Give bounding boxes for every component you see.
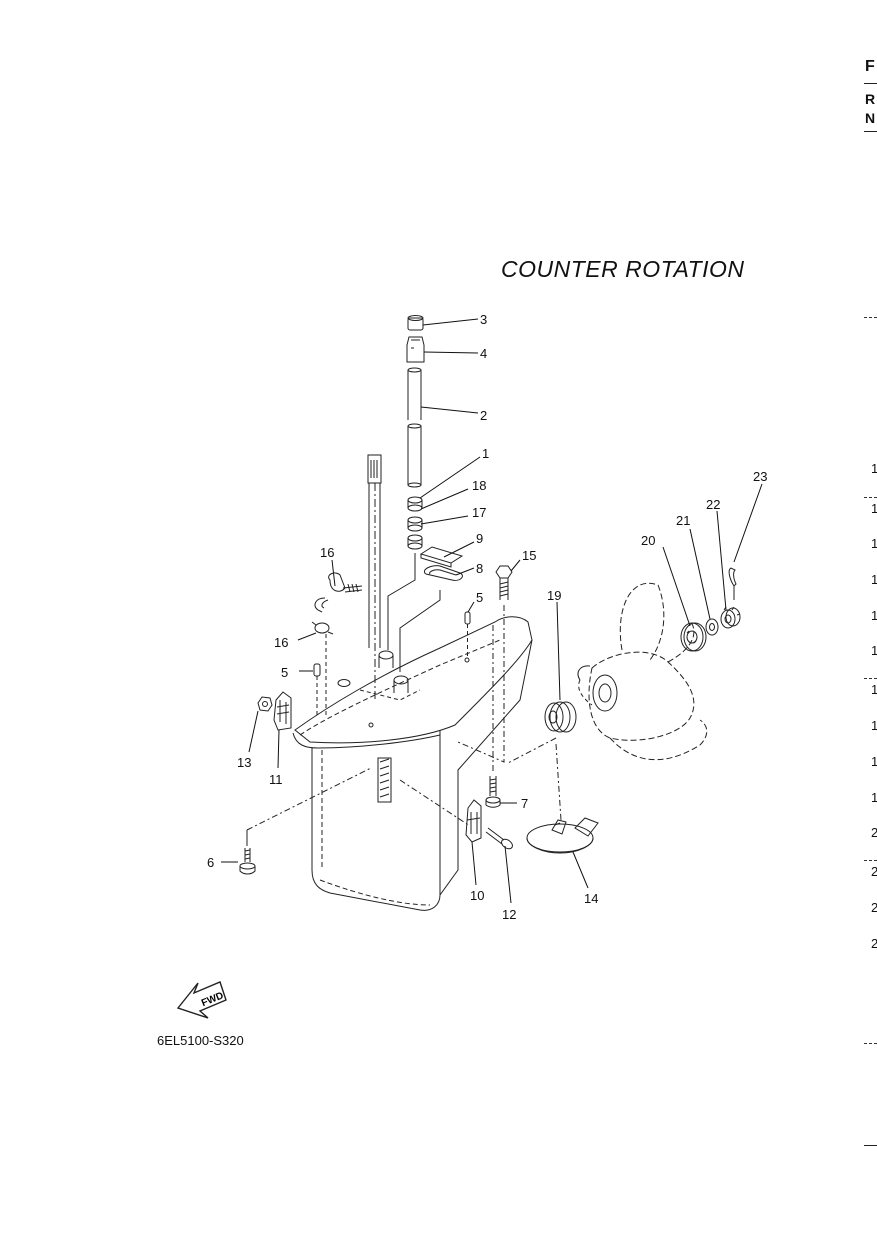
- leader-lines: [221, 318, 763, 904]
- callout-20: 20: [641, 533, 655, 548]
- edge-dash: [864, 678, 877, 679]
- callout-14: 14: [584, 891, 598, 906]
- edge-header-letter: N: [865, 110, 876, 126]
- part-code: 6EL5100-S320: [157, 1033, 244, 1048]
- edge-rule: [864, 1145, 877, 1146]
- shift-rod-assembly: [387, 315, 425, 650]
- edge-dash: [864, 317, 877, 318]
- cotter-pin-23: [728, 567, 737, 600]
- bolt-6: [239, 767, 372, 875]
- edge-dash: [864, 497, 877, 498]
- callout-5: 5: [281, 665, 288, 680]
- thrust-washer-19: [507, 701, 577, 764]
- edge-row-number: 1: [871, 790, 877, 805]
- edge-row-number: 1: [871, 461, 877, 476]
- nut-13: [257, 696, 273, 712]
- callout-10: 10: [470, 888, 484, 903]
- callout-2: 2: [480, 408, 487, 423]
- seal-plates: [399, 546, 464, 672]
- callout-8: 8: [476, 561, 483, 576]
- callout-21: 21: [676, 513, 690, 528]
- edge-row-number: 2: [871, 864, 877, 879]
- callout-12: 12: [502, 907, 516, 922]
- edge-rule: [864, 83, 877, 84]
- callout-16: 16: [274, 635, 288, 650]
- bolt-15: [457, 565, 513, 763]
- edge-header-letter: F: [865, 58, 875, 75]
- edge-row-number: 1: [871, 608, 877, 623]
- edge-row-number: 1: [871, 501, 877, 516]
- callout-22: 22: [706, 497, 720, 512]
- edge-row-number: 1: [871, 643, 877, 658]
- bolt-7: [485, 625, 501, 808]
- edge-row-number: 2: [871, 900, 877, 915]
- diagram-title: COUNTER ROTATION: [501, 256, 745, 282]
- callout-18: 18: [472, 478, 486, 493]
- callout-16: 16: [320, 545, 334, 560]
- callout-6: 6: [207, 855, 214, 870]
- edge-dash: [864, 1043, 877, 1044]
- lower-unit-housing: [292, 616, 533, 911]
- prop-nut-22: [720, 606, 741, 629]
- propeller: [577, 582, 708, 761]
- edge-row-number: 2: [871, 825, 877, 840]
- edge-row-number: 1: [871, 682, 877, 697]
- anode-11: [273, 691, 292, 731]
- fwd-arrow-icon: [176, 981, 227, 1019]
- callout-7: 7: [521, 796, 528, 811]
- callout-5: 5: [476, 590, 483, 605]
- edge-row-number: 1: [871, 754, 877, 769]
- callout-4: 4: [480, 346, 487, 361]
- callout-19: 19: [547, 588, 561, 603]
- bolt-12: [485, 827, 513, 850]
- callout-3: 3: [480, 312, 487, 327]
- callout-9: 9: [476, 531, 483, 546]
- anode-10: [399, 779, 482, 843]
- trim-tab-14: [526, 743, 599, 854]
- edge-header-letter: R: [865, 91, 876, 107]
- callout-23: 23: [753, 469, 767, 484]
- callout-1: 1: [482, 446, 489, 461]
- callout-11: 11: [269, 772, 283, 787]
- washer-21: [705, 618, 719, 636]
- edge-rule: [864, 131, 877, 132]
- edge-row-number: 1: [871, 536, 877, 551]
- water-inlet-grille: [377, 757, 392, 803]
- drive-shaft: [367, 454, 382, 700]
- hose-clamps: [311, 572, 363, 718]
- callout-13: 13: [237, 755, 251, 770]
- edge-row-number: 1: [871, 572, 877, 587]
- spacer-20: [680, 622, 707, 652]
- callout-labels: 3 4 2 1 18 17 9 8 15 16 16 5 5 19 20 21 …: [200, 312, 767, 1009]
- edge-row-number: 2: [871, 936, 877, 951]
- dowel-pins: [313, 611, 471, 718]
- callout-15: 15: [522, 548, 536, 563]
- callout-17: 17: [472, 505, 486, 520]
- edge-dash: [864, 860, 877, 861]
- edge-row-number: 1: [871, 718, 877, 733]
